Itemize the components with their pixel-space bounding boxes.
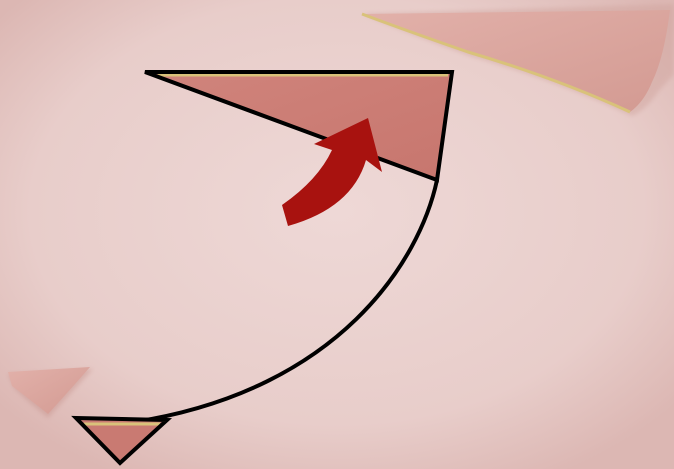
flap-diagram — [0, 0, 674, 469]
diagram-canvas — [0, 0, 674, 469]
